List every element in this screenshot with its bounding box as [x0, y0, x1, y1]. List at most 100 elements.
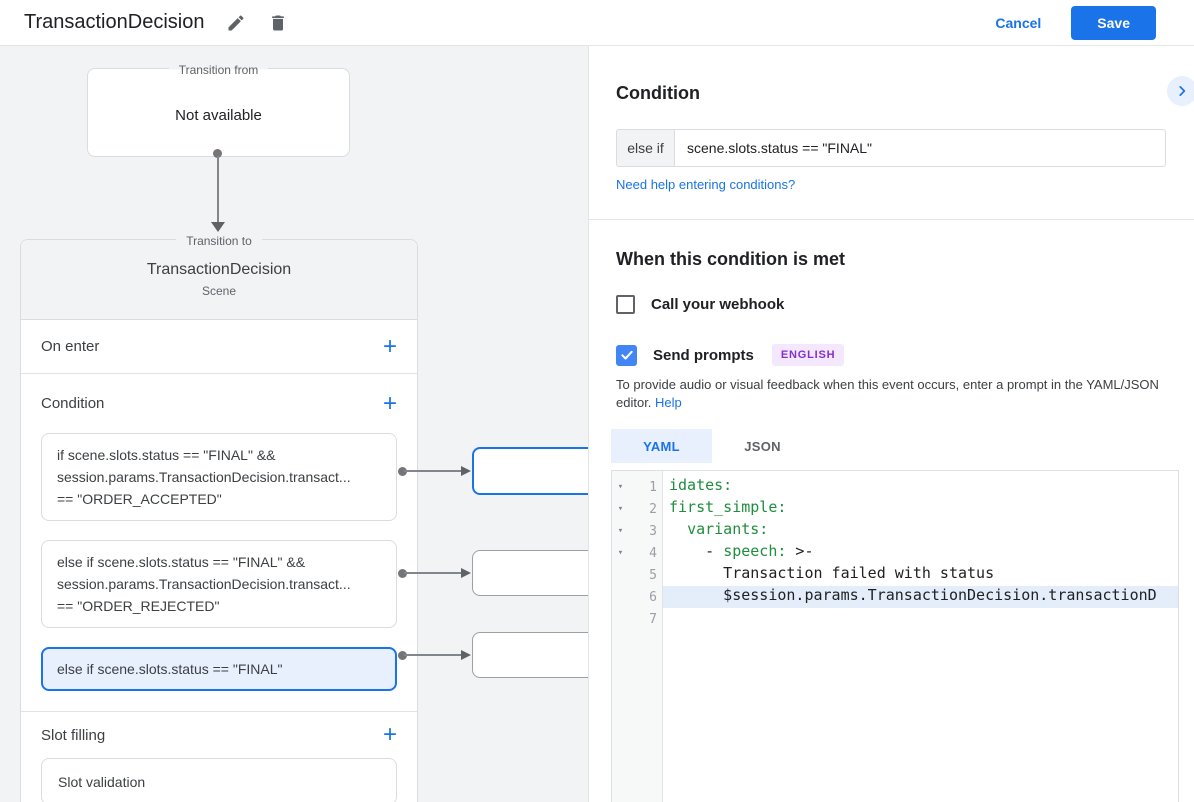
connector-line — [217, 156, 219, 222]
condition-input-group: else if — [616, 129, 1166, 167]
page-title: TransactionDecision — [24, 11, 205, 33]
editor-gutter: ▾ 1 ▾ 2 ▾ 3 ▾ 4 5 6 7 — [612, 471, 663, 802]
scene-flow-diagram: Transition from Not available Transition… — [0, 46, 602, 802]
condition-expression-input[interactable] — [675, 130, 1165, 166]
connector-dot — [398, 651, 407, 660]
fold-arrow-icon[interactable]: ▾ — [617, 526, 624, 536]
when-condition-title: When this condition is met — [616, 249, 845, 269]
transition-target-box[interactable] — [472, 447, 602, 495]
language-badge: ENGLISH — [771, 344, 845, 366]
code-line[interactable]: - speech: >- — [663, 542, 1178, 564]
top-bar: TransactionDecision Cancel Save — [0, 0, 1194, 46]
collapse-panel-button[interactable] — [1167, 76, 1194, 106]
panel-title: Condition — [616, 83, 700, 103]
webhook-label[interactable]: Call your webhook — [651, 296, 785, 313]
transition-target-box[interactable] — [472, 550, 602, 596]
yaml-editor[interactable]: ▾ 1 ▾ 2 ▾ 3 ▾ 4 5 6 7 idates: first_simple: variant… — [611, 470, 1179, 802]
section-divider — [21, 711, 417, 712]
condition-list: if scene.slots.status == "FINAL" && sessi… — [21, 433, 417, 691]
connector-dot — [398, 467, 407, 476]
code-line[interactable]: $session.params.TransactionDecision.tran… — [663, 586, 1178, 608]
edit-button[interactable] — [226, 13, 246, 33]
on-enter-section: On enter + — [21, 320, 417, 374]
fold-arrow-icon[interactable]: ▾ — [617, 482, 624, 492]
arrow-right-icon — [461, 568, 471, 578]
condition-text: session.params.TransactionDecision.trans… — [57, 576, 351, 592]
line-number: 3 — [649, 523, 657, 539]
line-number: 7 — [649, 611, 657, 627]
transition-to-card: Transition to TransactionDecision Scene … — [20, 234, 418, 802]
line-number: 2 — [649, 501, 657, 517]
add-condition-button[interactable]: + — [382, 389, 397, 417]
yaml-key-token: speech: — [723, 542, 787, 560]
slot-filling-section-header: Slot filling + — [21, 712, 417, 758]
code-line[interactable]: Transaction failed with status — [663, 564, 1178, 586]
arrow-right-icon — [461, 466, 471, 476]
help-link[interactable]: Help — [655, 394, 682, 410]
yaml-key-token: idates: — [669, 476, 733, 494]
condition-help-link[interactable]: Need help entering conditions? — [616, 177, 796, 192]
fold-arrow-icon[interactable]: ▾ — [617, 548, 624, 558]
fold-arrow-icon[interactable]: ▾ — [617, 504, 624, 514]
transition-from-legend: Transition from — [168, 63, 269, 77]
slot-validation-box[interactable]: Slot validation — [41, 758, 397, 802]
condition-text: == "ORDER_REJECTED" — [57, 598, 220, 614]
code-line[interactable]: idates: — [663, 476, 1178, 498]
add-on-enter-button[interactable]: + — [382, 332, 397, 360]
condition-label: Condition — [41, 395, 105, 412]
webhook-row: Call your webhook — [616, 295, 784, 314]
check-icon — [620, 350, 633, 360]
tab-json[interactable]: JSON — [712, 429, 813, 463]
send-prompts-checkbox[interactable] — [616, 344, 637, 366]
line-number: 6 — [649, 589, 657, 605]
code-line[interactable]: variants: — [663, 520, 1178, 542]
condition-text: else if scene.slots.status == "FINAL" && — [57, 554, 306, 570]
arrow-right-icon — [461, 650, 471, 660]
pencil-icon — [228, 14, 244, 30]
save-button[interactable]: Save — [1071, 5, 1156, 40]
transition-from-box: Transition from Not available — [87, 63, 350, 157]
transition-target-box[interactable] — [472, 632, 602, 678]
prompt-description: To provide audio or visual feedback when… — [616, 376, 1168, 411]
condition-text: if scene.slots.status == "FINAL" && — [57, 447, 276, 463]
condition-box[interactable]: if scene.slots.status == "FINAL" && sessi… — [41, 433, 397, 521]
yaml-key-token: first_simple: — [669, 498, 787, 516]
on-enter-label: On enter — [41, 338, 100, 355]
yaml-text-token — [669, 520, 687, 538]
line-number: 4 — [649, 545, 657, 561]
scene-card-header: TransactionDecision Scene — [21, 240, 417, 320]
condition-section-header: Condition + — [21, 374, 417, 433]
send-prompts-label[interactable]: Send prompts — [653, 346, 754, 364]
webhook-checkbox[interactable] — [616, 295, 635, 314]
condition-text: else if scene.slots.status == "FINAL" — [57, 661, 283, 677]
line-number: 5 — [649, 567, 657, 583]
condition-box[interactable]: else if scene.slots.status == "FINAL" &&… — [41, 540, 397, 628]
condition-box[interactable]: else if scene.slots.status == "FINAL" — [41, 647, 397, 691]
condition-text: session.params.TransactionDecision.trans… — [57, 469, 351, 485]
slot-validation-label: Slot validation — [58, 773, 146, 790]
scene-type-label: Scene — [201, 284, 237, 298]
slot-filling-label: Slot filling — [41, 726, 106, 744]
transition-from-value: Not available — [175, 107, 262, 124]
add-slot-button[interactable]: + — [382, 721, 397, 748]
else-if-prefix: else if — [617, 130, 675, 166]
arrow-down-icon — [211, 222, 225, 232]
yaml-key-token: variants: — [687, 520, 769, 538]
tab-yaml[interactable]: YAML — [611, 429, 712, 463]
line-number: 1 — [649, 479, 657, 495]
code-line[interactable]: first_simple: — [663, 498, 1178, 520]
chevron-right-icon — [1179, 86, 1186, 96]
condition-text: == "ORDER_ACCEPTED" — [57, 491, 222, 507]
code-line[interactable] — [663, 608, 1178, 630]
connector-dot — [213, 149, 222, 158]
yaml-text-token: $session.params.TransactionDecision.tran… — [669, 586, 1157, 604]
connector-line — [404, 470, 462, 472]
delete-button[interactable] — [268, 13, 288, 33]
yaml-text-token: Transaction failed with status — [669, 564, 995, 582]
editor-code-area[interactable]: idates: first_simple: variants: - speech:… — [663, 471, 1178, 802]
connector-line — [404, 572, 462, 574]
yaml-text-token: >- — [786, 542, 814, 560]
send-prompts-row: Send prompts ENGLISH — [616, 344, 845, 366]
connector-dot — [398, 569, 407, 578]
cancel-button[interactable]: Cancel — [995, 14, 1042, 31]
